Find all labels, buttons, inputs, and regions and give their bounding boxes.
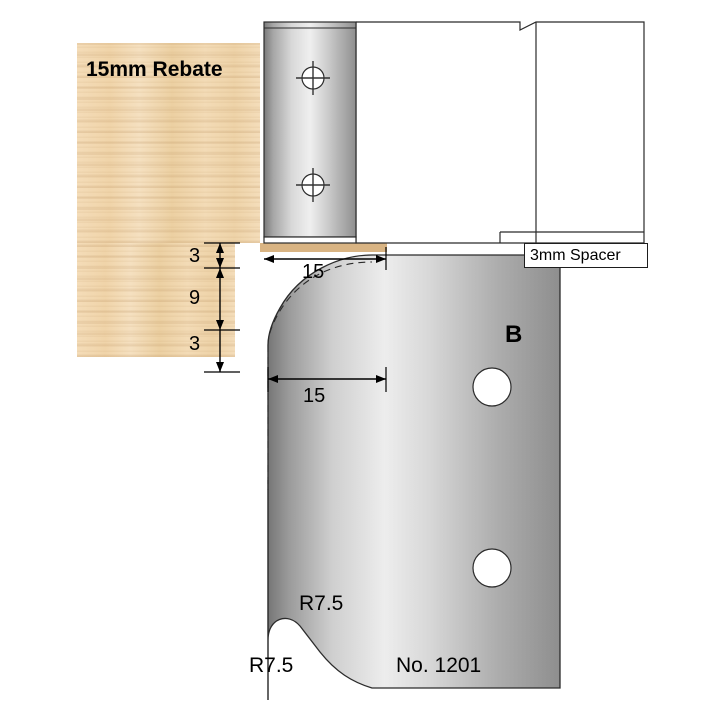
spacer-label: 3mm Spacer: [530, 246, 621, 264]
part-number-label: No. 1201: [396, 654, 482, 677]
dimension-3-bottom: 3: [189, 333, 201, 355]
radius-label-left: R7.5: [249, 654, 294, 677]
dimension-15-top: 15: [302, 261, 325, 283]
wood-rebate-shoulder: [260, 243, 387, 252]
rebate-label: 15mm Rebate: [86, 58, 223, 81]
dimension-9: 9: [189, 287, 201, 309]
wood-workpiece: [77, 43, 260, 243]
wood-workpiece-lower: [77, 243, 235, 357]
dimension-15-lower: 15: [303, 385, 326, 407]
knife-letter-b: B: [505, 321, 523, 348]
spacer-callout: 3mm Spacer: [524, 243, 648, 268]
dimension-3-top: 3: [189, 245, 201, 267]
radius-label-inner: R7.5: [299, 592, 344, 615]
